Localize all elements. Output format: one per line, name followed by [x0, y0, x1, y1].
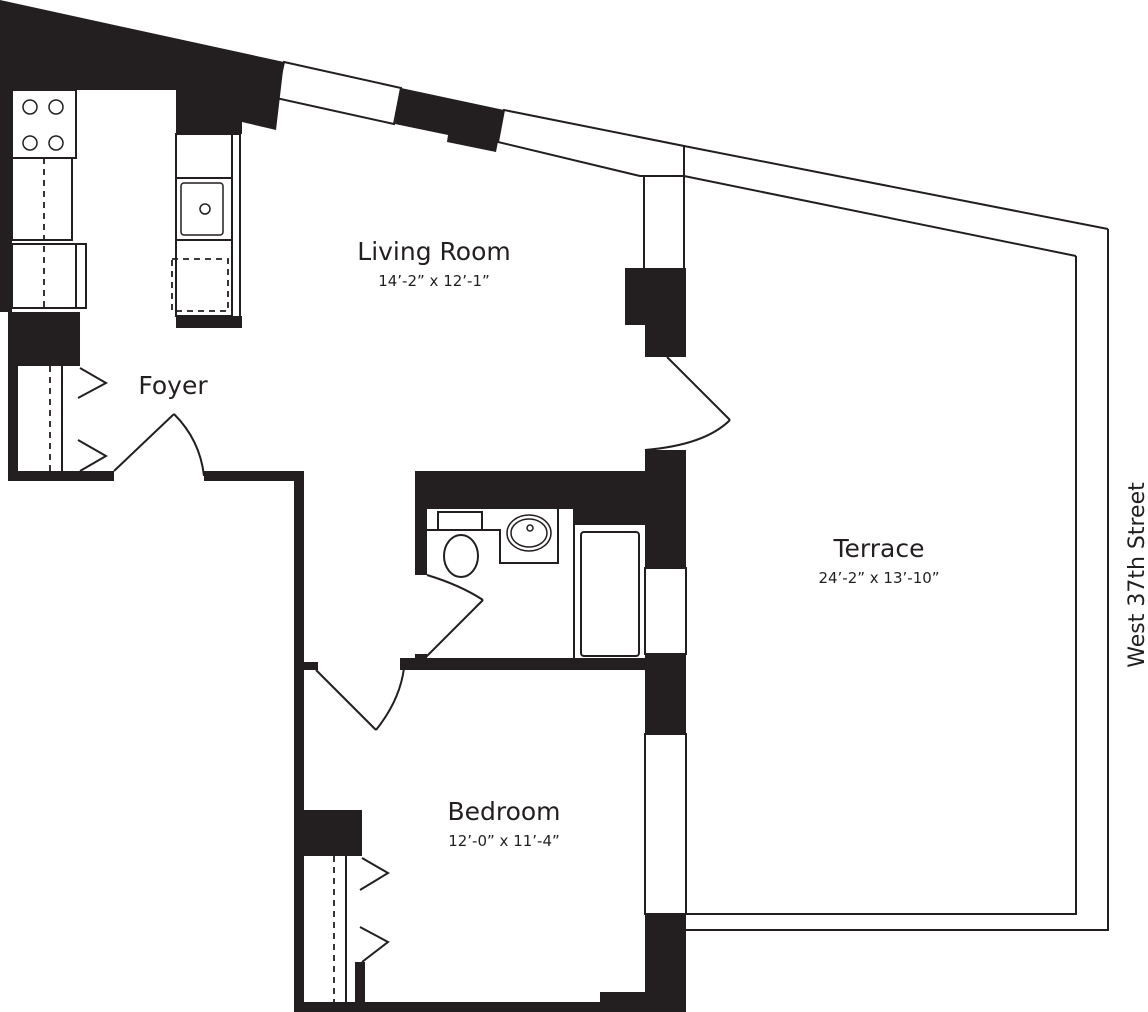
bathroom-door-icon [425, 574, 484, 658]
bathroom-sink-icon [427, 509, 559, 564]
toilet-icon [437, 511, 483, 578]
bedroom-closet [304, 810, 390, 1002]
dishwasher-icon [171, 239, 233, 317]
refrigerator-icon [11, 243, 87, 309]
range-icon [11, 89, 77, 159]
room-dims-living-room: 14’-2” x 12’-1” [378, 272, 490, 290]
north-exterior-wall [0, 0, 1109, 312]
kitchen-sink-icon [175, 177, 233, 241]
closet-icon [333, 856, 390, 1002]
room-dims-bedroom: 12’-0” x 11’-4” [448, 832, 560, 850]
closet-icon [49, 366, 109, 472]
room-label-bedroom: Bedroom [447, 797, 560, 826]
bathroom [400, 471, 645, 670]
room-dims-terrace: 24’-2” x 13’-10” [818, 569, 939, 587]
entry-door-icon [113, 413, 205, 477]
room-label-living-room: Living Room [357, 237, 510, 266]
bathtub-icon [573, 509, 640, 661]
bedroom-door-icon [304, 662, 405, 731]
living-room-east-wall [625, 146, 731, 1012]
foyer [8, 312, 304, 481]
room-label-terrace: Terrace [833, 534, 925, 563]
room-label-foyer: Foyer [138, 371, 208, 400]
terrace-outline [686, 229, 1109, 931]
interior-west-wall [294, 471, 686, 1012]
kitchen [11, 89, 242, 328]
street-label: West 37th Street [1125, 482, 1148, 668]
